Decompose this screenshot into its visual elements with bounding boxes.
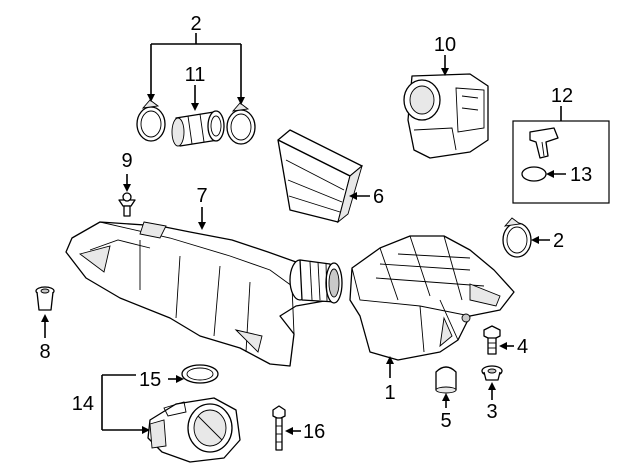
callout-7: 7: [196, 185, 207, 207]
callout-14-leader: [101, 374, 150, 434]
callout-4: 4: [517, 336, 528, 358]
throttle-seal-part[interactable]: [181, 364, 219, 384]
callout-15: 15: [139, 369, 161, 391]
callout-5: 5: [440, 410, 451, 432]
isolator-part[interactable]: [435, 366, 457, 394]
mount-grommet-part[interactable]: [481, 365, 503, 381]
callout-2-right: 2: [553, 230, 564, 252]
callout-13: 13: [570, 164, 592, 186]
air-temp-sensor-part[interactable]: [529, 127, 559, 159]
sensor-seal-part[interactable]: [521, 166, 547, 182]
callout-9: 9: [121, 150, 132, 172]
sensor-detail-box: [512, 120, 610, 204]
maf-housing-part[interactable]: [403, 73, 489, 159]
air-filter-element-part[interactable]: [277, 129, 363, 224]
callout-6: 6: [373, 186, 384, 208]
intake-duct-bellows-part[interactable]: [289, 259, 343, 304]
coupler-hose-part[interactable]: [171, 110, 225, 147]
callout-16: 16: [303, 421, 325, 443]
callout-10: 10: [434, 34, 456, 56]
clamp-left-part[interactable]: [136, 99, 166, 142]
grommet-part[interactable]: [35, 286, 55, 311]
bolt-part[interactable]: [483, 325, 501, 355]
callout-11: 11: [185, 64, 206, 86]
throttle-body-part[interactable]: [147, 397, 241, 463]
callout-3: 3: [486, 401, 497, 423]
callout-1: 1: [384, 382, 395, 404]
callout-8: 8: [39, 341, 50, 363]
intake-duct-part[interactable]: [65, 221, 331, 367]
callout-2-top: 2: [190, 13, 201, 35]
air-cleaner-box-part[interactable]: [349, 235, 515, 361]
push-pin-part[interactable]: [118, 192, 136, 217]
stud-bolt-part[interactable]: [272, 405, 286, 451]
callout-2-top-leader: [147, 33, 245, 105]
clamp-right-part[interactable]: [226, 102, 256, 145]
callout-14: 14: [72, 393, 94, 415]
clamp-separate-part[interactable]: [502, 217, 532, 258]
callout-12: 12: [551, 85, 573, 107]
